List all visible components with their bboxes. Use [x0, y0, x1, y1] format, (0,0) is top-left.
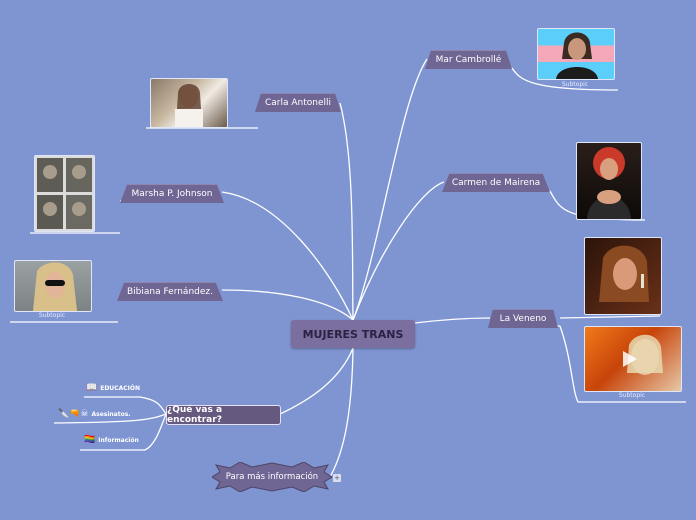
- que-item-label: Asesinatos.: [91, 411, 130, 418]
- mar-cambrolle-photo: [537, 28, 615, 80]
- expand-icon[interactable]: +: [333, 474, 341, 482]
- que-item-label: Información: [98, 437, 139, 444]
- bibiana-fernandez-photo: [14, 260, 92, 312]
- carmen-de-mairena-photo: [576, 142, 642, 220]
- rainbow-flag-icon: 🏳️‍🌈: [84, 435, 95, 445]
- branch-para-mas-informacion[interactable]: Para más información: [212, 462, 332, 492]
- la-veneno-video-thumbnail[interactable]: [584, 326, 682, 392]
- que-item-educacion[interactable]: 📖 EDUCACIÓN: [86, 383, 140, 393]
- carla-antonelli-photo: [150, 78, 228, 128]
- la-veneno-photo: [584, 237, 662, 315]
- que-item-asesinatos[interactable]: 🔪🔫☠ Asesinatos.: [58, 409, 131, 419]
- branch-que-vas-a-encontrar[interactable]: ¿Qué vas a encontrar?: [166, 405, 281, 425]
- branch-marsha-p-johnson[interactable]: Marsha P. Johnson: [120, 184, 224, 203]
- marsha-p-johnson-photo: [34, 155, 95, 232]
- central-topic[interactable]: MUJERES TRANS: [291, 320, 415, 348]
- book-icon: 📖: [86, 383, 97, 393]
- que-item-informacion[interactable]: 🏳️‍🌈 Información: [84, 435, 139, 445]
- la-veneno-caption: Subtopic: [584, 392, 680, 399]
- que-item-label: EDUCACIÓN: [100, 385, 140, 392]
- weapons-icon: 🔪🔫☠: [58, 409, 88, 419]
- branch-bibiana-fernandez[interactable]: Bibiana Fernández.: [117, 282, 223, 301]
- branch-carmen-de-mairena[interactable]: Carmen de Mairena: [442, 173, 550, 192]
- bibiana-caption: Subtopic: [14, 312, 90, 319]
- branch-mar-cambrolle[interactable]: Mar Cambrollé: [425, 50, 512, 69]
- branch-carla-antonelli[interactable]: Carla Antonelli: [255, 93, 341, 112]
- branch-la-veneno[interactable]: La Veneno: [488, 309, 558, 328]
- mar-cambrolle-caption: Subtopic: [537, 81, 613, 88]
